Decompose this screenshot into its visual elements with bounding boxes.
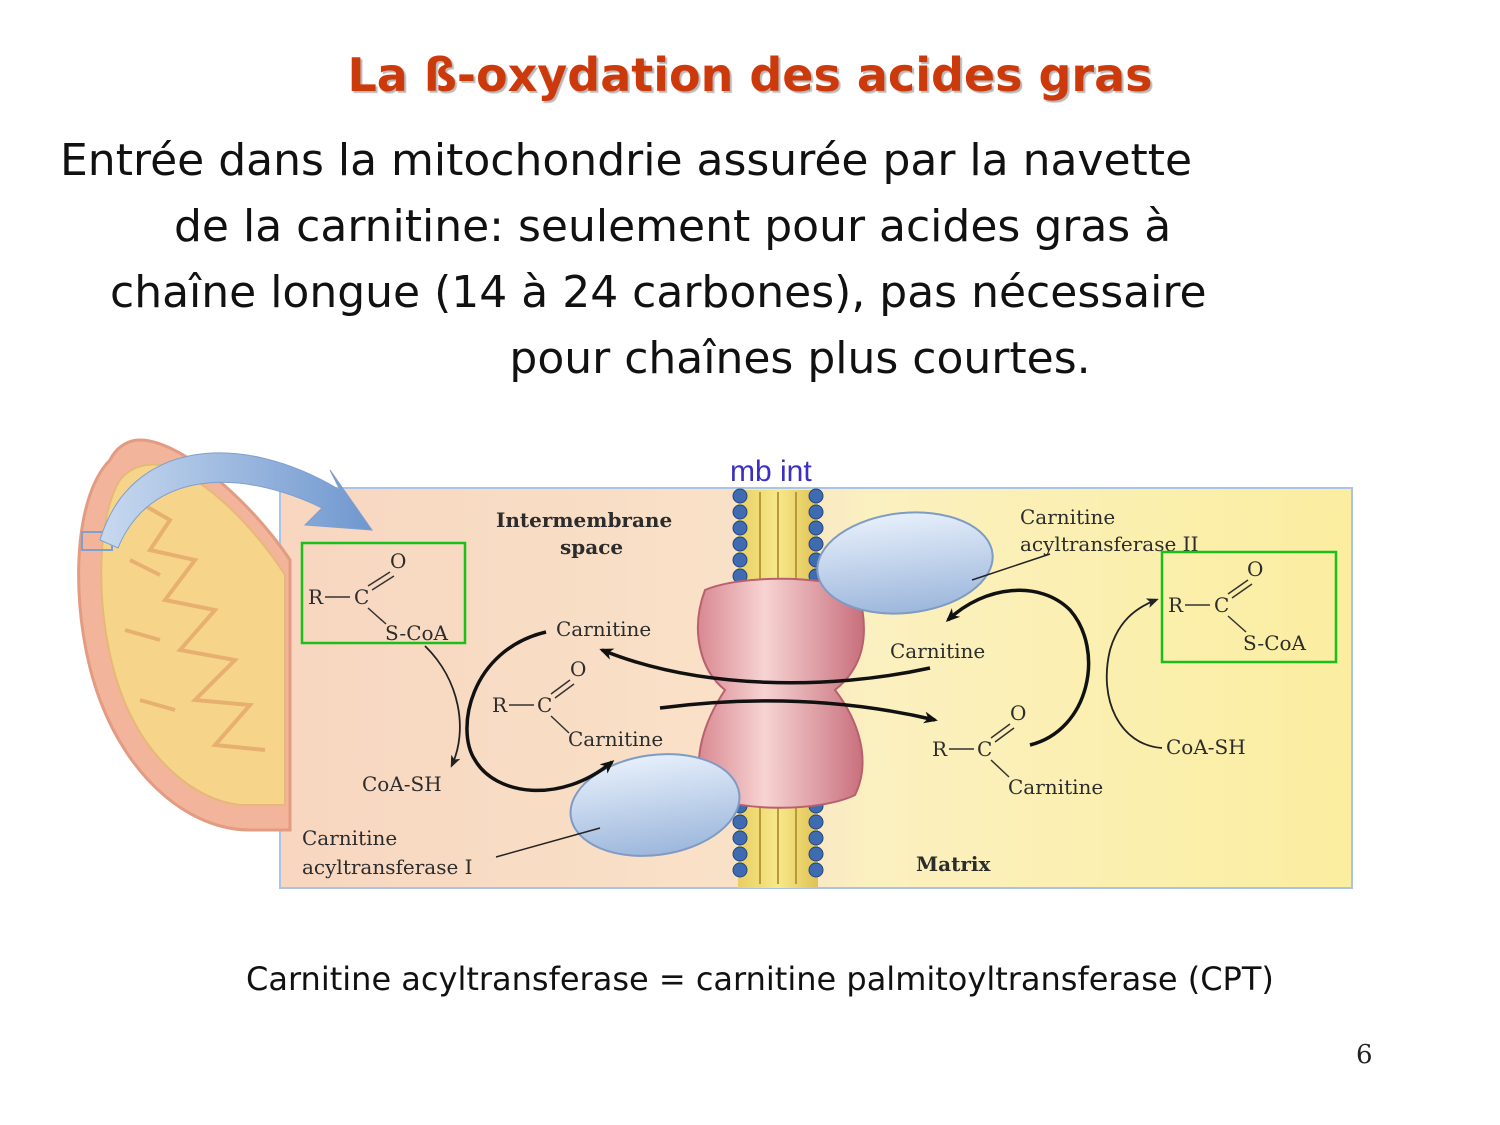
- slide-body-text: Entrée dans la mitochondrie assurée par …: [60, 128, 1470, 392]
- carnitine-right-label: Carnitine: [890, 639, 985, 663]
- body-line-3: chaîne longue (14 à 24 carbones), pas né…: [110, 267, 1207, 318]
- coash-left-label: CoA-SH: [362, 772, 442, 796]
- svg-text:S-CoA: S-CoA: [1243, 631, 1307, 655]
- body-line-4: pour chaînes plus courtes.: [509, 333, 1091, 384]
- svg-text:O: O: [390, 549, 406, 573]
- intermembrane-label-line2: space: [560, 535, 623, 559]
- slide-title: La ß-oxydation des acides gras: [347, 48, 1153, 102]
- body-line-2: de la carnitine: seulement pour acides g…: [174, 201, 1172, 252]
- svg-text:C: C: [537, 693, 552, 717]
- svg-text:O: O: [1010, 701, 1026, 725]
- svg-text:O: O: [570, 657, 586, 681]
- enzyme2-label-line1: Carnitine: [1020, 505, 1115, 529]
- footnote: Carnitine acyltransferase = carnitine pa…: [246, 960, 1274, 998]
- enzyme2-pointer: [971, 553, 1051, 581]
- zoom-arrow: [99, 452, 374, 549]
- coash-right-label: CoA-SH: [1166, 735, 1246, 759]
- acyl-coa-right: O R C S-CoA: [1160, 550, 1338, 664]
- membrane-label: mb int: [730, 455, 812, 488]
- enzyme1-label-line2: acyltransferase I: [302, 855, 473, 879]
- enzyme-cat-2: [816, 511, 994, 615]
- svg-text:R: R: [308, 585, 324, 609]
- svg-text:O: O: [1247, 557, 1263, 581]
- svg-text:R: R: [1168, 593, 1184, 617]
- acyl-carnitine-right: O R C Carnitine: [932, 701, 1103, 799]
- acyl-coa-left: O R C S-CoA: [300, 541, 467, 645]
- svg-text:Carnitine: Carnitine: [568, 727, 663, 751]
- enzyme1-pointer: [495, 827, 601, 858]
- svg-text:C: C: [354, 585, 369, 609]
- enzyme-cat-1: [569, 753, 741, 857]
- mitochondrion-illustration: [77, 438, 292, 832]
- svg-text:S-CoA: S-CoA: [385, 621, 449, 645]
- page-number: 6: [1356, 1040, 1373, 1070]
- svg-text:C: C: [977, 737, 992, 761]
- svg-text:C: C: [1214, 593, 1229, 617]
- enzyme1-label-line1: Carnitine: [302, 826, 397, 850]
- carnitine-left-label: Carnitine: [556, 617, 651, 641]
- body-line-1: Entrée dans la mitochondrie assurée par …: [60, 135, 1193, 186]
- reaction-arrows: [424, 588, 1163, 793]
- svg-text:R: R: [932, 737, 948, 761]
- highlight-box-right: [1160, 550, 1338, 664]
- highlight-box-left: [300, 541, 467, 645]
- svg-text:R: R: [492, 693, 508, 717]
- acyl-carnitine-left: O R C Carnitine: [492, 657, 663, 751]
- intermembrane-label-line1: Intermembrane: [496, 508, 672, 532]
- svg-text:Carnitine: Carnitine: [1008, 775, 1103, 799]
- matrix-label: Matrix: [916, 852, 991, 876]
